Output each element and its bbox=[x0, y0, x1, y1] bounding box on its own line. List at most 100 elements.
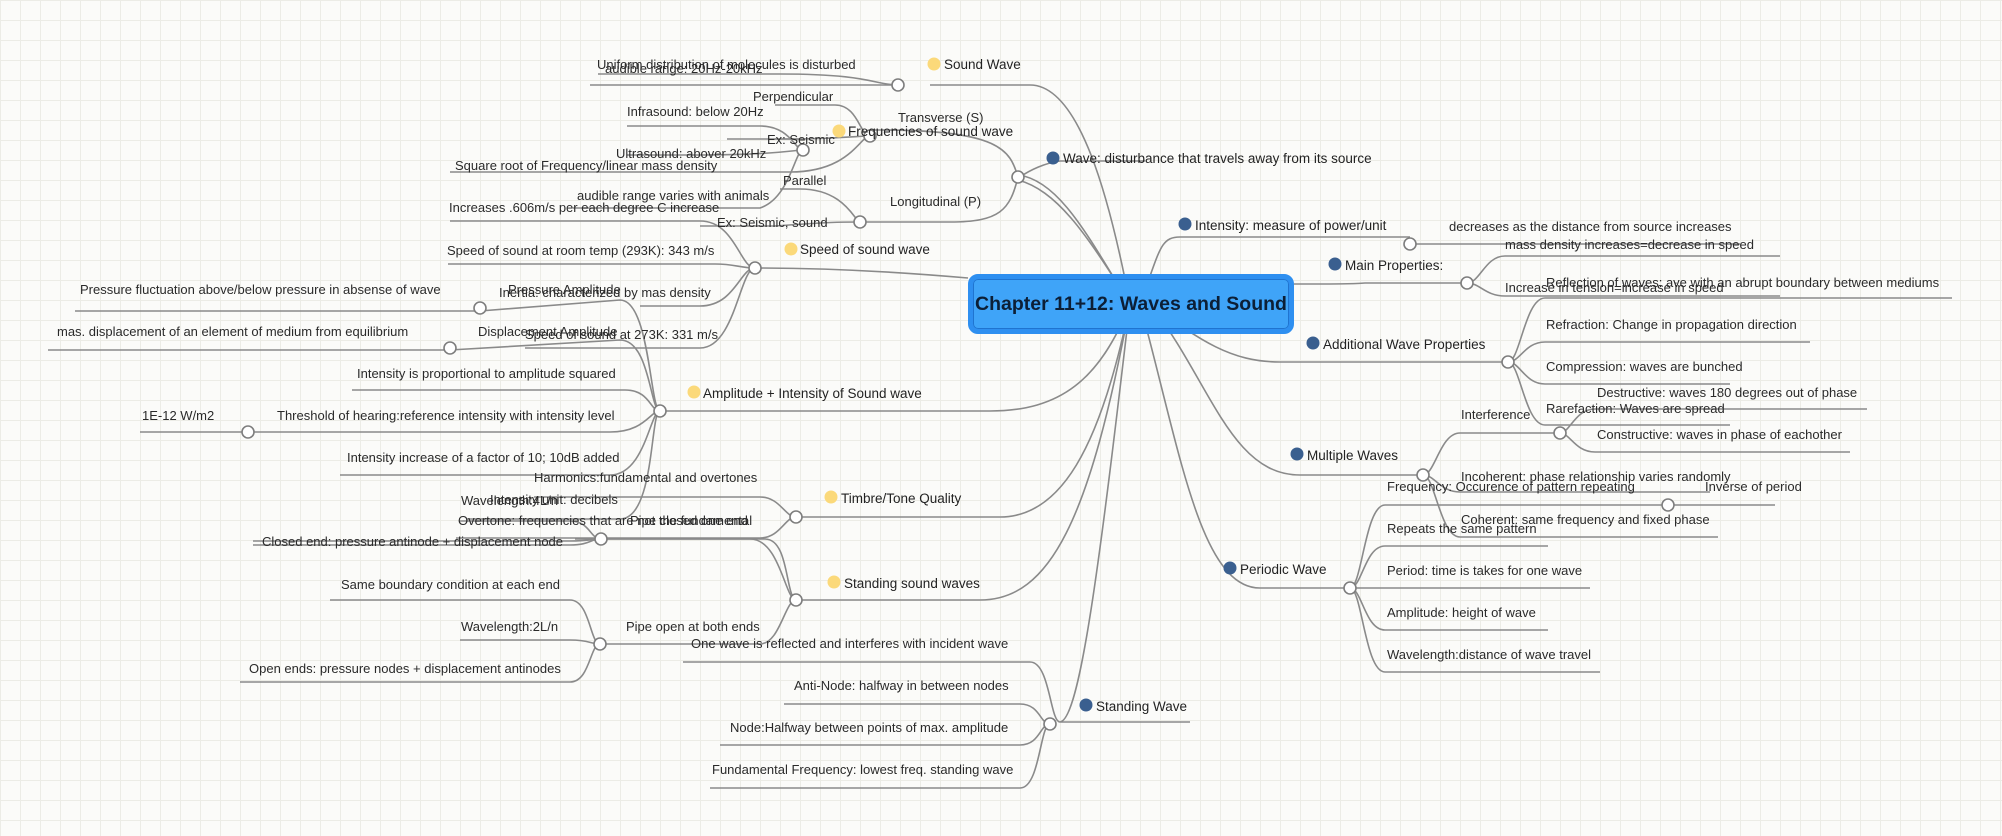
leaf-node[interactable]: Node:Halfway between points of max. ampl… bbox=[730, 720, 1008, 735]
topic-dot-icon bbox=[824, 490, 838, 504]
leaf-animals[interactable]: audible range varies with animals bbox=[577, 188, 770, 203]
leaf-proportional[interactable]: Intensity is proportional to amplitude s… bbox=[357, 366, 616, 381]
leaf-uniform[interactable]: Uniform distribution of molecules is dis… bbox=[597, 57, 856, 72]
topic-standing-wave[interactable]: Standing Wave bbox=[1096, 699, 1187, 714]
topic-frequencies[interactable]: Frequencies of sound wave bbox=[848, 124, 1013, 139]
leaf-incoherent[interactable]: Incoherent: phase relationship varies ra… bbox=[1461, 469, 1731, 484]
leaf-open-ends[interactable]: Open ends: pressure nodes + displacement… bbox=[249, 661, 561, 676]
leaf-reflection[interactable]: Reflection of waves: ave with an abrupt … bbox=[1546, 275, 1940, 290]
junction-node[interactable] bbox=[796, 143, 810, 157]
leaf-compression[interactable]: Compression: waves are bunched bbox=[1546, 359, 1743, 374]
leaf-infrasound[interactable]: Infrasound: below 20Hz bbox=[627, 104, 764, 119]
leaf-decreases[interactable]: decreases as the distance from source in… bbox=[1449, 219, 1732, 234]
topic-dot-icon bbox=[784, 242, 798, 256]
leaf-audible[interactable]: audible range: 20Hz-20kHz bbox=[605, 61, 763, 76]
leaf-pressure-fluctuation[interactable]: Pressure fluctuation above/below pressur… bbox=[80, 282, 441, 297]
topic-timbre[interactable]: Timbre/Tone Quality bbox=[841, 491, 962, 506]
leaf-rarefaction[interactable]: Rarefaction: Waves are spread bbox=[1546, 401, 1725, 416]
leaf-factor[interactable]: Intensity increase of a factor of 10; 10… bbox=[347, 450, 619, 465]
topic-dot-icon bbox=[1046, 151, 1060, 165]
leaf-inertia[interactable]: Inertia: characterized by mas density bbox=[499, 285, 711, 300]
topic-dot-icon bbox=[1290, 447, 1304, 461]
leaf-same-boundary[interactable]: Same boundary condition at each end bbox=[341, 577, 560, 592]
leaf-refraction[interactable]: Refraction: Change in propagation direct… bbox=[1546, 317, 1797, 332]
leaf-wavelength-4l[interactable]: Wavelength:4L/n bbox=[461, 493, 558, 508]
topic-wave[interactable]: Wave: disturbance that travels away from… bbox=[1063, 151, 1372, 166]
leaf-frequency[interactable]: Frequency: Occurence of pattern repeatin… bbox=[1387, 479, 1635, 494]
junction-node[interactable] bbox=[1460, 276, 1474, 290]
leaf-longitudinal[interactable]: Longitudinal (P) bbox=[890, 194, 981, 209]
topic-speed[interactable]: Speed of sound wave bbox=[800, 242, 930, 257]
leaf-destructive[interactable]: Destructive: waves 180 degrees out of ph… bbox=[1597, 385, 1857, 400]
junction-node[interactable] bbox=[1553, 426, 1567, 440]
topic-dot-icon bbox=[827, 575, 841, 589]
leaf-threshold[interactable]: Threshold of hearing:reference intensity… bbox=[277, 408, 615, 423]
topic-multiple-waves[interactable]: Multiple Waves bbox=[1307, 448, 1398, 463]
leaf-pipe-open[interactable]: Pipe open at both ends bbox=[626, 619, 760, 634]
topic-dot-icon bbox=[1079, 698, 1093, 712]
leaf-mass-density[interactable]: mass density increases=decrease in speed bbox=[1505, 237, 1754, 252]
leaf-interference[interactable]: Interference bbox=[1461, 407, 1530, 422]
leaf-ex-seismic[interactable]: Ex: Seismic bbox=[767, 132, 835, 147]
leaf-inverse[interactable]: Inverse of period bbox=[1705, 479, 1802, 494]
junction-node[interactable] bbox=[1661, 498, 1675, 512]
junction-node[interactable] bbox=[863, 129, 877, 143]
topic-standing-sound[interactable]: Standing sound waves bbox=[844, 576, 980, 591]
topic-periodic-wave[interactable]: Periodic Wave bbox=[1240, 562, 1327, 577]
topic-intensity[interactable]: Intensity: measure of power/unit bbox=[1195, 218, 1387, 233]
leaf-transverse[interactable]: Transverse (S) bbox=[898, 110, 983, 125]
leaf-wavelength-2l[interactable]: Wavelength:2L/n bbox=[461, 619, 558, 634]
topic-dot-icon bbox=[1223, 561, 1237, 575]
leaf-sqrt[interactable]: Square root of Frequency/linear mass den… bbox=[455, 158, 718, 173]
leaf-intensity-unit[interactable]: Intensity unit: decibels bbox=[490, 492, 618, 507]
junction-node[interactable] bbox=[593, 637, 607, 651]
leaf-pressure-amplitude[interactable]: Pressure Amplitude bbox=[508, 282, 621, 297]
topic-dot-icon bbox=[1178, 217, 1192, 231]
leaf-repeats[interactable]: Repeats the same pattern bbox=[1387, 521, 1537, 536]
junction-node[interactable] bbox=[748, 261, 762, 275]
topic-additional-properties[interactable]: Additional Wave Properties bbox=[1323, 337, 1486, 352]
leaf-overtone[interactable]: Overtone: frequencies that are not the f… bbox=[458, 513, 752, 528]
junction-node[interactable] bbox=[1501, 355, 1515, 369]
topic-sound-wave[interactable]: Sound Wave bbox=[944, 57, 1021, 72]
leaf-closed-end[interactable]: Closed end: pressure antinode + displace… bbox=[262, 534, 563, 549]
leaf-amplitude[interactable]: Amplitude: height of wave bbox=[1387, 605, 1536, 620]
leaf-harmonics[interactable]: Harmonics:fundamental and overtones bbox=[534, 470, 758, 485]
leaf-coherent[interactable]: Coherent: same frequency and fixed phase bbox=[1461, 512, 1710, 527]
junction-node[interactable] bbox=[891, 78, 905, 92]
root-topic[interactable]: Chapter 11+12: Waves and Sound bbox=[968, 274, 1294, 334]
leaf-period[interactable]: Period: time is takes for one wave bbox=[1387, 563, 1582, 578]
junction-node[interactable] bbox=[653, 404, 667, 418]
junction-node[interactable] bbox=[1416, 468, 1430, 482]
junction-node[interactable] bbox=[1011, 170, 1025, 184]
junction-node[interactable] bbox=[1343, 581, 1357, 595]
leaf-constructive[interactable]: Constructive: waves in phase of eachothe… bbox=[1597, 427, 1843, 442]
junction-node[interactable] bbox=[789, 510, 803, 524]
leaf-pipe-closed[interactable]: Pipe closed one end bbox=[630, 513, 748, 528]
leaf-anti-node[interactable]: Anti-Node: halfway in between nodes bbox=[794, 678, 1009, 693]
junction-node[interactable] bbox=[1403, 237, 1417, 251]
leaf-max-displacement[interactable]: mas. displacement of an element of mediu… bbox=[57, 324, 408, 339]
leaf-displacement-amplitude[interactable]: Displacement Amplitude bbox=[478, 324, 617, 339]
junction-node[interactable] bbox=[241, 425, 255, 439]
topic-amplitude[interactable]: Amplitude + Intensity of Sound wave bbox=[703, 386, 922, 401]
junction-node[interactable] bbox=[473, 301, 487, 315]
junction-node[interactable] bbox=[594, 532, 608, 546]
leaf-fundamental[interactable]: Fundamental Frequency: lowest freq. stan… bbox=[712, 762, 1013, 777]
leaf-tension[interactable]: Increase in tension=increase in speed bbox=[1505, 280, 1724, 295]
junction-node[interactable] bbox=[443, 341, 457, 355]
junction-node[interactable] bbox=[1043, 717, 1057, 731]
leaf-w-m2[interactable]: 1E-12 W/m2 bbox=[142, 408, 214, 423]
leaf-reflected[interactable]: One wave is reflected and interferes wit… bbox=[691, 636, 1008, 651]
junction-node[interactable] bbox=[853, 215, 867, 229]
leaf-wavelength[interactable]: Wavelength:distance of wave travel bbox=[1387, 647, 1591, 662]
leaf-ultrasound[interactable]: Ultrasound: abover 20kHz bbox=[616, 146, 766, 161]
leaf-perpendicular[interactable]: Perpendicular bbox=[753, 89, 834, 104]
leaf-273k[interactable]: Speed of sound at 273K: 331 m/s bbox=[525, 327, 718, 342]
leaf-room-temp[interactable]: Speed of sound at room temp (293K): 343 … bbox=[447, 243, 715, 258]
leaf-increases[interactable]: Increases .606m/s per each degree C incr… bbox=[449, 200, 719, 215]
topic-main-properties[interactable]: Main Properties: bbox=[1345, 258, 1443, 273]
leaf-parallel[interactable]: Parallel bbox=[783, 173, 826, 188]
leaf-ex-seismic-sound[interactable]: Ex: Seismic, sound bbox=[717, 215, 828, 230]
junction-node[interactable] bbox=[789, 593, 803, 607]
